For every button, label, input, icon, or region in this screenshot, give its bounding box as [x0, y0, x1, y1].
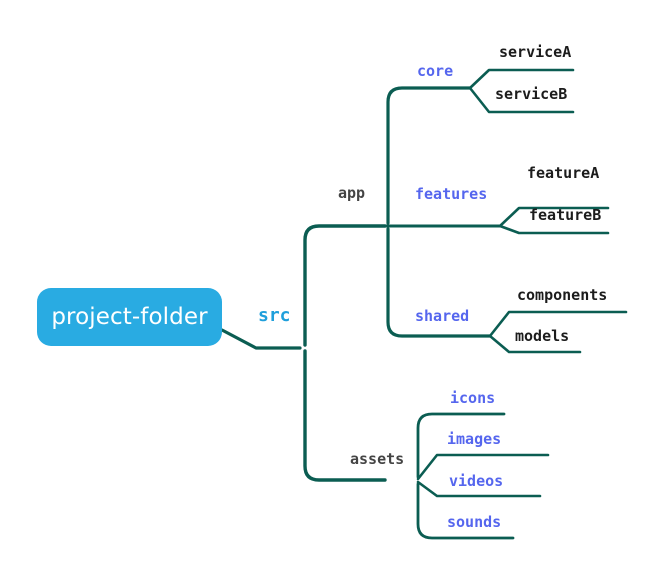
- edge-shared-fork-models: [488, 334, 582, 354]
- leaf-label-serviceb[interactable]: serviceB: [495, 85, 568, 103]
- edge-features-fork-featureB: [498, 224, 610, 235]
- branch-label-app[interactable]: app: [338, 184, 366, 202]
- branch-label-images[interactable]: images: [447, 430, 502, 448]
- branch-label-assets[interactable]: assets: [350, 450, 405, 468]
- branch-label-videos[interactable]: videos: [449, 472, 504, 490]
- branch-label-shared[interactable]: shared: [415, 307, 470, 325]
- branch-label-core[interactable]: core: [417, 62, 454, 80]
- edge-core-fork-serviceB: [468, 86, 575, 114]
- branch-label-sounds[interactable]: sounds: [447, 513, 502, 531]
- edge-assets-to-sounds: [416, 482, 515, 540]
- edge-assets-to-images: [416, 453, 550, 481]
- branch-label-src[interactable]: src: [258, 305, 291, 326]
- branch-label-features[interactable]: features: [415, 185, 488, 203]
- root-node[interactable]: project-folder: [37, 288, 222, 346]
- edge-shared-fork-components: [488, 310, 628, 338]
- leaf-label-featurea[interactable]: featureA: [527, 164, 600, 182]
- edge-src-trunk-down: [303, 349, 387, 482]
- branch-label-icons[interactable]: icons: [450, 389, 496, 407]
- edge-src-trunk-up: [303, 224, 387, 347]
- leaf-label-featureb[interactable]: featureB: [529, 206, 602, 224]
- edge-features-fork-featureA: [498, 206, 610, 228]
- edge-assets-to-videos: [416, 480, 542, 498]
- edge-app-to-shared: [386, 227, 492, 338]
- root-node-label: project-folder: [51, 304, 208, 330]
- edge-root-to-src: [220, 328, 302, 350]
- edge-app-to-core: [386, 86, 472, 225]
- edge-assets-to-icons: [416, 412, 506, 479]
- leaf-label-components[interactable]: components: [517, 286, 608, 304]
- edge-core-fork-serviceA: [468, 68, 575, 90]
- leaf-label-models[interactable]: models: [515, 327, 570, 345]
- leaf-label-servicea[interactable]: serviceA: [499, 43, 572, 61]
